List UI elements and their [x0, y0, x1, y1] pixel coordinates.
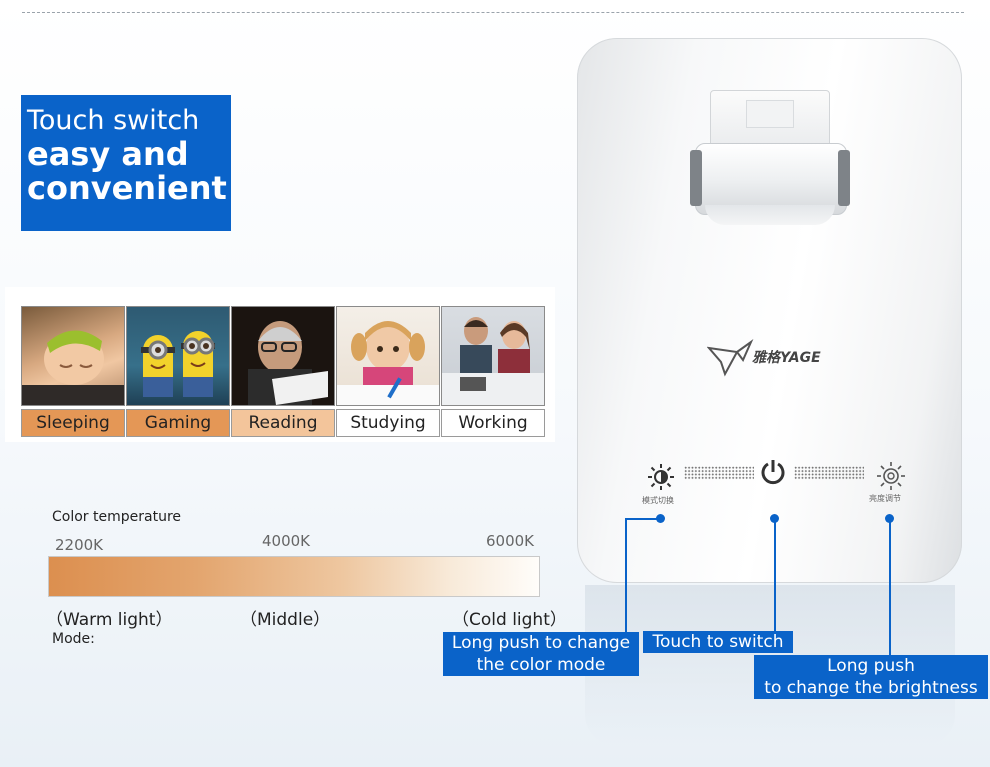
- lamp-hinge-roller: [695, 143, 847, 215]
- minions-illustration: [141, 331, 215, 397]
- color-mode-sun-icon[interactable]: [647, 463, 675, 495]
- callout-touch-switch: Touch to switch: [643, 631, 793, 653]
- mode-label-gaming: Gaming: [126, 409, 230, 437]
- mode-label-working: Working: [441, 409, 545, 437]
- mode-label-reading: Reading: [231, 409, 335, 437]
- color-temperature-gradient-bar: [48, 556, 540, 597]
- leader-line-brightness: [889, 518, 891, 655]
- tick-4000k: 4000K: [262, 532, 311, 550]
- mode-label-studying: Studying: [336, 409, 440, 437]
- headline-banner: Touch switch easy and convenient: [21, 95, 231, 231]
- brand-logo-text: 雅格YAGE: [752, 347, 821, 367]
- sleeping-photo: [21, 306, 125, 406]
- mode-card-working: Working: [441, 306, 545, 437]
- leader-line-color-mode-h: [625, 518, 661, 520]
- brand-latin: YAGE: [780, 350, 821, 366]
- office-workers-illustration: [442, 317, 544, 405]
- brightness-cn-label: 亮度调节: [869, 494, 901, 503]
- headline-line-2: easy and: [27, 135, 189, 173]
- lamp-hinge-end-left: [690, 150, 702, 206]
- touch-strip-left: [684, 466, 754, 480]
- studying-girl-illustration: [337, 321, 439, 405]
- range-cold-light: （Cold light）: [452, 610, 567, 630]
- mode-caption: Mode:: [52, 631, 95, 647]
- range-warm-light: （Warm light）: [46, 610, 173, 630]
- lamp-hinge-base: [705, 205, 835, 225]
- yage-logo-icon: [707, 339, 754, 377]
- leader-line-switch: [774, 518, 776, 631]
- mode-card-gaming: Gaming: [126, 306, 230, 437]
- color-temperature-caption: Color temperature: [52, 509, 182, 525]
- mode-card-sleeping: Sleeping: [21, 306, 125, 437]
- sleeping-child-illustration: [22, 330, 124, 405]
- mode-card-studying: Studying: [336, 306, 440, 437]
- callout-brightness: Long push to change the brightness: [754, 655, 988, 699]
- range-middle: （Middle）: [240, 610, 331, 630]
- mode-card-reading: Reading: [231, 306, 335, 437]
- mode-gallery: Sleeping Gaming: [5, 287, 555, 442]
- tick-6000k: 6000K: [486, 532, 535, 550]
- studying-photo: [336, 306, 440, 406]
- brightness-sun-icon[interactable]: [876, 461, 906, 495]
- power-icon[interactable]: [759, 458, 787, 486]
- top-dashed-divider: [22, 12, 964, 13]
- touch-strip-right: [794, 466, 864, 480]
- mode-label-sleeping: Sleeping: [21, 409, 125, 437]
- gaming-photo: [126, 306, 230, 406]
- reading-photo: [231, 306, 335, 406]
- lamp-hinge-end-right: [838, 150, 850, 206]
- leader-line-color-mode-v: [625, 518, 627, 633]
- working-photo: [441, 306, 545, 406]
- headline-line-1: Touch switch: [27, 105, 200, 136]
- brand-cn: 雅格: [752, 350, 780, 366]
- callout-color-mode: Long push to change the color mode: [443, 632, 639, 676]
- color-mode-cn-label: 模式切换: [642, 496, 674, 505]
- tick-2200k: 2200K: [55, 536, 104, 554]
- lamp-hinge-slot: [746, 100, 794, 128]
- reading-man-illustration: [248, 321, 328, 405]
- headline-line-3: convenient: [27, 169, 227, 207]
